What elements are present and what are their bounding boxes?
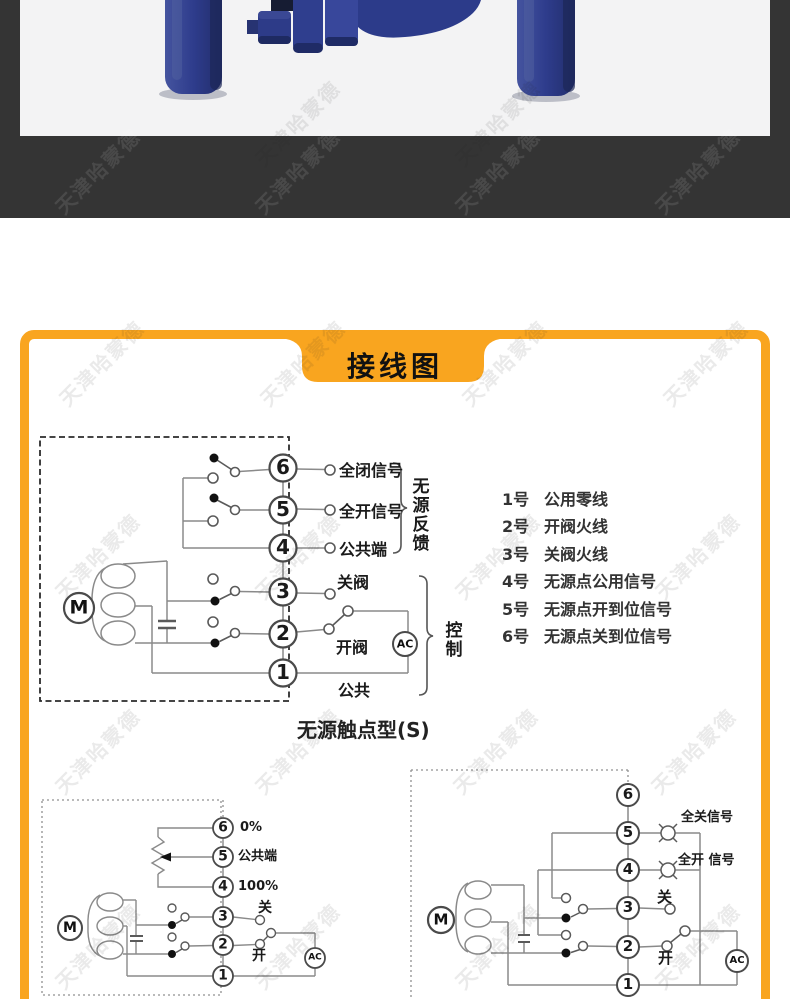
valve-stem	[247, 20, 261, 34]
main-ac-label: AC	[396, 637, 414, 651]
product-photo-panel	[20, 0, 770, 136]
flange-shadow-right	[512, 90, 580, 102]
lamp-terminal-2: 2	[622, 936, 634, 955]
pot-label-common-terminal: 公共端	[238, 849, 278, 864]
pot-terminal-5: 5	[218, 848, 228, 865]
diagram-caption: 无源触点型(S)	[297, 718, 430, 742]
terminal-legend: 1号公用零线 2号开阀火线 3号关阀火线 4号无源点公用信号 5号无源点开到位信…	[502, 486, 672, 650]
main-terminal-4: 4	[276, 535, 290, 560]
label-fully-open-signal: 全开信号	[339, 502, 404, 521]
valve-photo	[159, 0, 580, 102]
pot-terminal-6: 6	[218, 819, 228, 836]
lamp-label-open: 开	[658, 949, 674, 967]
lamp-label-fully-closed: 全关信号	[681, 810, 734, 825]
legend-row: 3号关阀火线	[502, 544, 609, 564]
pot-ac-label: AC	[308, 952, 322, 963]
legend-row: 1号公用零线	[502, 490, 609, 509]
label-common-terminal: 公共端	[339, 540, 388, 559]
lamp-motor-label: M	[433, 910, 449, 929]
label-close-valve: 关阀	[337, 573, 370, 592]
label-fully-closed-signal: 全闭信号	[339, 461, 404, 480]
lamp-ac-label: AC	[729, 955, 745, 966]
pot-terminal-1: 1	[218, 967, 228, 984]
main-terminal-2: 2	[276, 621, 290, 646]
photo-caption-band	[0, 136, 790, 218]
pot-label-100pct: 100%	[238, 879, 279, 894]
valve-body	[358, 0, 481, 38]
valve-top-part	[271, 0, 295, 11]
main-terminal-6: 6	[276, 455, 290, 480]
lamp-terminal-4: 4	[622, 859, 634, 878]
valve-bonnet	[293, 0, 358, 53]
lamp-label-fully-open: 全开 信号	[678, 853, 735, 868]
pot-label-0pct: 0%	[240, 820, 263, 835]
legend-row: 5号无源点开到位信号	[502, 599, 673, 619]
flange-shadow-left	[159, 88, 227, 100]
legend-row: 2号开阀火线	[502, 517, 609, 537]
section-title: 接线图	[346, 350, 443, 383]
lamp-terminal-6: 6	[622, 784, 634, 803]
pot-label-open: 开	[252, 948, 266, 964]
group-label-control: 控制	[441, 621, 462, 659]
lamp-terminal-1: 1	[622, 974, 634, 993]
lamp-terminal-5: 5	[622, 822, 634, 841]
valve-nut	[258, 11, 291, 44]
lamp-terminal-3: 3	[622, 897, 634, 916]
label-open-valve: 开阀	[336, 638, 369, 657]
label-common: 公共	[338, 681, 371, 700]
left-flange	[165, 0, 222, 94]
legend-row: 4号无源点公用信号	[502, 572, 657, 592]
main-terminal-1: 1	[276, 660, 290, 685]
main-terminal-5: 5	[276, 497, 290, 522]
pot-terminal-4: 4	[218, 878, 228, 895]
right-flange	[517, 0, 575, 96]
pot-terminal-3: 3	[218, 908, 228, 925]
lamp-label-close: 关	[657, 888, 673, 906]
pot-terminal-2: 2	[218, 936, 228, 953]
pot-label-close: 关	[258, 900, 272, 916]
group-label-passive-feedback: 无源反馈	[408, 477, 429, 553]
main-motor-label: M	[69, 596, 89, 619]
legend-row: 6号无源点关到位信号	[502, 626, 673, 646]
pot-motor-label: M	[63, 920, 77, 936]
main-terminal-3: 3	[276, 579, 290, 604]
